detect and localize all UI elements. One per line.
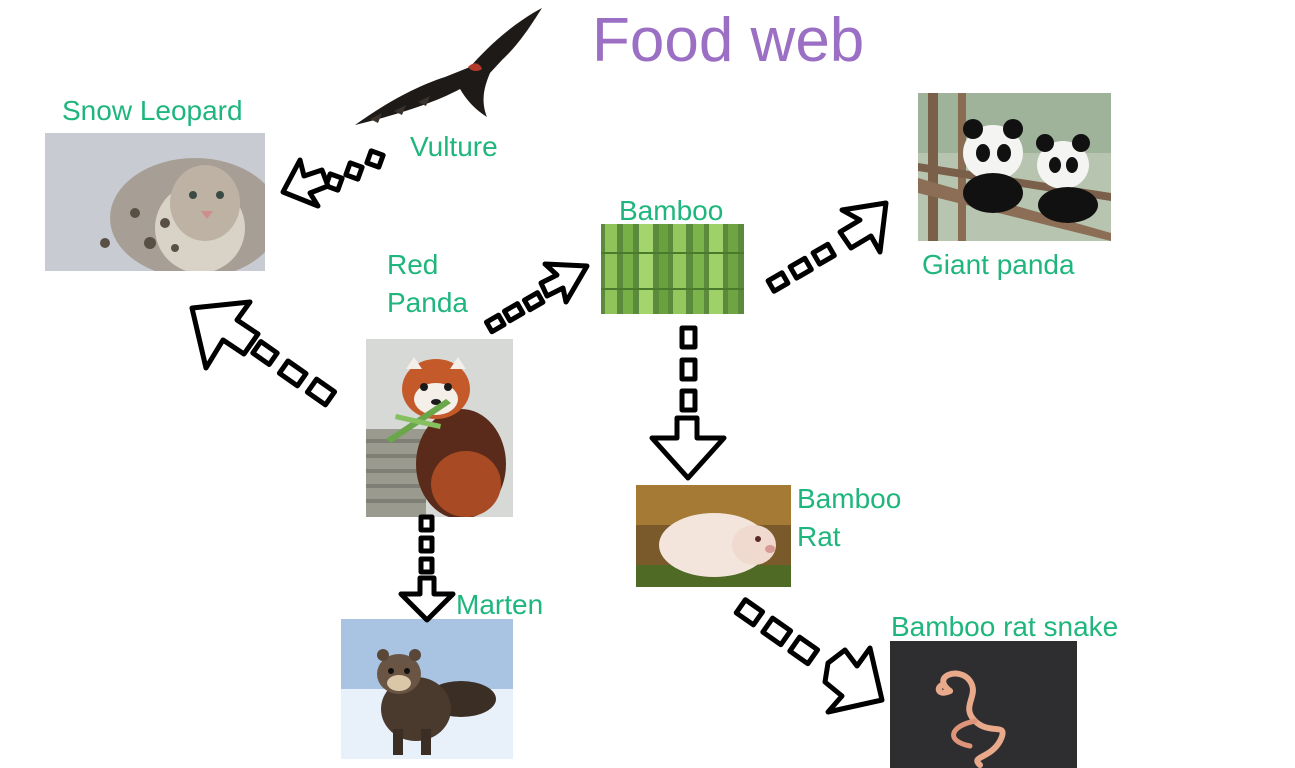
label-bamboo-rat-snake: Bamboo rat snake [891,611,1119,642]
label-bamboo-rat-line2: Rat [797,521,841,552]
bamboo-rat-image [636,485,791,587]
label-red-panda-line2: Panda [387,287,468,318]
label-marten: Marten [456,589,544,620]
arrow-red-panda-to-marten [398,514,456,623]
arrow-red-panda-to-bamboo [483,261,590,335]
label-bamboo-rat: Bamboo Rat [797,480,901,556]
label-vulture: Vulture [410,131,498,162]
bamboo-image [601,224,744,314]
label-snow-leopard: Snow Leopard [62,95,243,126]
label-red-panda-line1: Red [387,249,439,280]
diagram-title: Food web [592,6,865,75]
label-giant-panda: Giant panda [922,249,1075,280]
label-bamboo: Bamboo [619,195,724,226]
arrow-red-panda-to-snow-leopard [189,299,338,408]
marten-image [341,619,513,759]
label-red-panda: Red Panda [387,246,468,322]
arrow-bamboo-to-bamboo-rat [649,325,727,481]
red-panda-image [366,339,513,517]
bamboo-rat-snake-image [890,641,1077,768]
label-bamboo-rat-line1: Bamboo [797,483,902,514]
arrow-bamboo-rat-to-bamboo-rat-snake [733,597,885,715]
snow-leopard-image [45,133,265,271]
vulture-image [355,8,542,125]
giant-panda-image [918,93,1111,241]
arrow-bamboo-to-giant-panda [765,200,889,294]
arrow-vulture-to-snow-leopard [280,148,386,209]
